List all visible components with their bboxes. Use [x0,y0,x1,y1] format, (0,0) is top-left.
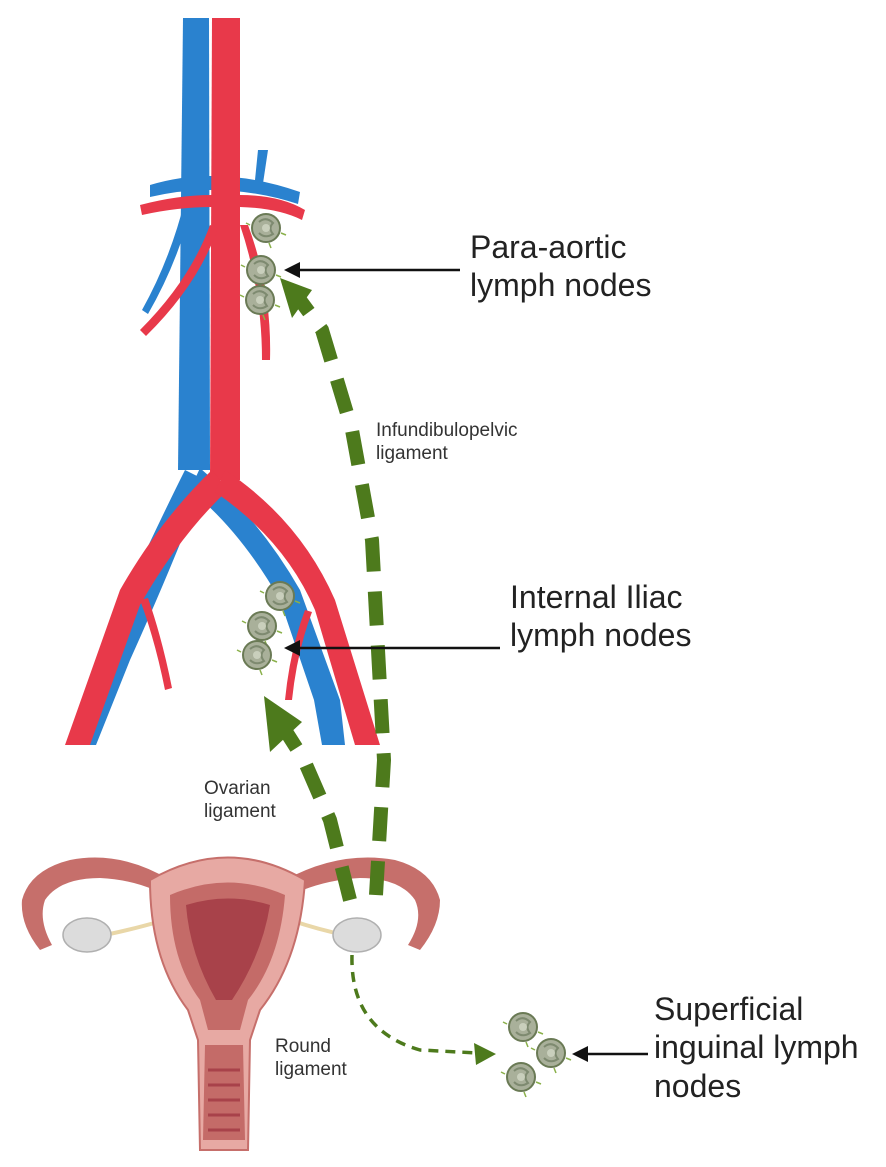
right-iliac-artery [215,470,380,745]
superficial-inguinal-pointer-head [572,1046,588,1062]
renal-artery-left [140,195,212,215]
gonadal-artery-right [240,225,271,360]
gonadal-vein-left [142,200,193,314]
cervix [203,1045,245,1140]
para-aortic-label: Para-aortic lymph nodes [470,228,651,305]
superficial-inguinal-label-line-2: inguinal lymph [654,1029,859,1066]
ovary-left [62,917,112,953]
internal-iliac-label-line-1: Internal Iliac [510,579,683,615]
ovarian-ligament-label: Ovarian ligament [204,778,276,824]
renal-vein-left [150,176,210,197]
ovarian-pathway [279,726,357,902]
ovarian-arrowhead [264,696,302,752]
renal-artery-right [240,195,305,220]
internal-iliac-label-line-2: lymph nodes [510,617,692,654]
para-aortic-label-line-2: lymph nodes [470,267,652,304]
fallopian-tube-right [285,857,440,950]
internal-iliac-pointer-head [284,640,300,656]
superficial-inguinal-label: Superficial inguinal lymph nodes [654,990,859,1105]
superficial-inguinal-label-line-1: Superficial [654,991,804,1027]
infundibulopelvic-pathway [294,295,392,896]
internal-iliac-label: Internal Iliac lymph nodes [510,578,691,655]
vaginal-rugae [208,1068,240,1132]
internal-iliac-branch-left [140,598,172,690]
uterine-cavity [186,898,270,1000]
superficial-inguinal-lymph-nodes [500,1012,572,1098]
superficial-inguinal-label-line-3: nodes [654,1067,742,1104]
fallopian-tube-left [21,857,171,950]
vena-cava [178,18,210,470]
round-label-line-2: ligament [275,1058,347,1080]
uterus [21,856,440,1151]
round-ligament-pathway [350,954,479,1055]
ovary-right [332,917,382,953]
infundibulopelvic-label-line-1: Infundibulopelvic [376,420,518,441]
lymphatic-spread-pathways [264,278,496,1065]
ovarian-label-line-1: Ovarian [204,778,271,799]
infundibulopelvic-arrowhead [280,278,312,318]
round-label-line-1: Round [275,1036,331,1057]
aorta [210,18,240,480]
left-iliac-artery [65,470,228,745]
ovarian-label-line-2: ligament [204,800,276,822]
round-ligament-label: Round ligament [275,1036,347,1082]
para-aortic-label-line-1: Para-aortic [470,229,627,265]
gonadal-vein-right [254,150,268,190]
infundibulopelvic-label-line-2: ligament [376,442,448,464]
gonadal-artery-left [140,225,218,336]
right-iliac-vein [190,468,345,745]
round-ligament-arrowhead [474,1043,496,1065]
label-pointers [284,262,648,1062]
para-aortic-pointer-head [284,262,300,278]
infundibulopelvic-label: Infundibulopelvic ligament [376,420,518,466]
